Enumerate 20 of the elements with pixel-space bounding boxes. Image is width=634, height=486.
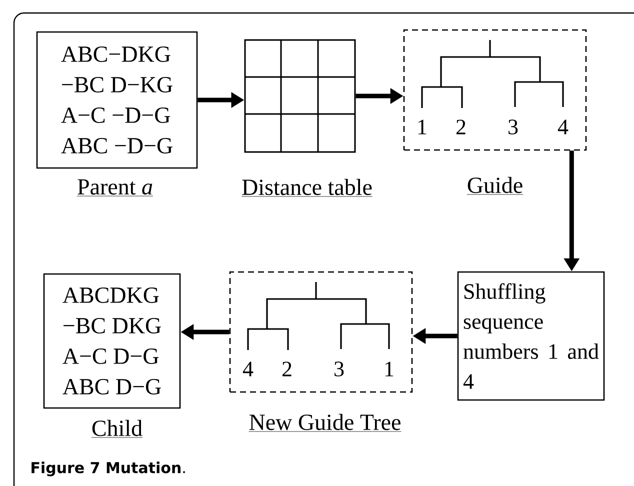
- caption-label: New Guide Tree: [248, 414, 402, 432]
- leaf-number: 1: [418, 120, 426, 134]
- sequence-box: ABC−DKG −BC D−KG A−C −D−G ABC −D−G: [36, 31, 198, 169]
- leaf-number: 4: [558, 120, 568, 134]
- leaf-number: 3: [334, 362, 344, 376]
- leaf-number: 2: [456, 120, 466, 134]
- figure-caption: Figure 7 Mutation.: [32, 462, 185, 476]
- leaf-number: 4: [242, 362, 254, 376]
- tree-box: [229, 271, 413, 393]
- tree-box: [403, 29, 587, 151]
- process-box: Shuffling sequence numbers 1 and 4: [457, 271, 605, 401]
- caption-label: Child: [91, 420, 143, 438]
- caption-label: Distance table: [241, 178, 373, 197]
- table-grid-drawing: [244, 39, 356, 153]
- leaf-number: 3: [508, 120, 518, 134]
- leaf-number: 1: [385, 362, 394, 376]
- caption-label: Parent a: [76, 179, 154, 196]
- sequence-box: ABCDKG −BC DKG A−C D−G ABC D−G: [43, 273, 181, 409]
- leaf-number: 2: [282, 362, 292, 376]
- caption-label: Guide: [466, 176, 524, 195]
